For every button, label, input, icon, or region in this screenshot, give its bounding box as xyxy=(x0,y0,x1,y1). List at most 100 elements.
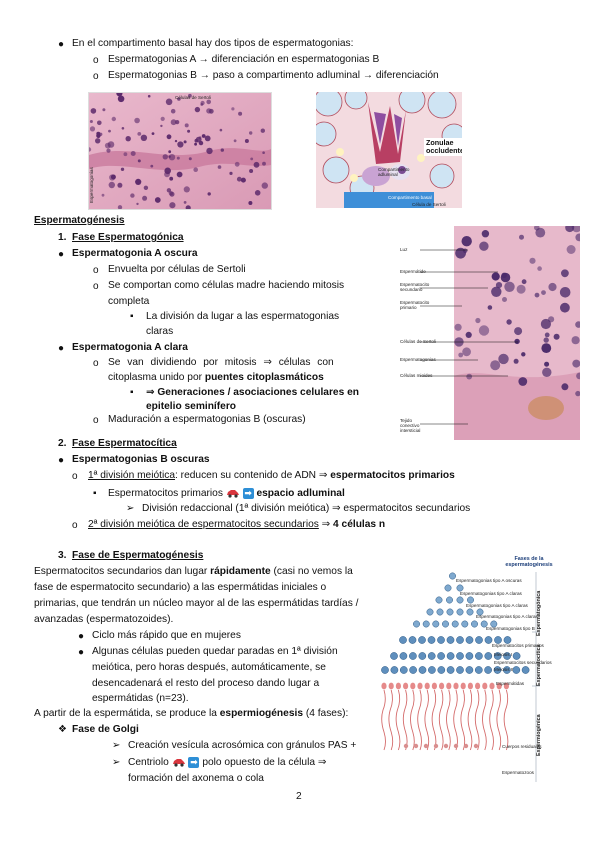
nucleus xyxy=(89,126,96,132)
phase2-title: Fase Espermatocítica xyxy=(72,438,177,449)
nucleus xyxy=(498,353,509,365)
histology-image-labeled: Luz Espermátide Espermatocito secundario… xyxy=(398,226,580,440)
nucleus xyxy=(466,373,473,380)
nucleus xyxy=(111,116,116,122)
nucleus xyxy=(140,134,148,141)
diagram-cell xyxy=(446,666,455,674)
a-oscura-item-3b: claras xyxy=(146,326,174,337)
diagram-tail xyxy=(388,689,394,751)
label-espermatogonias: Espermatogonias xyxy=(400,357,436,362)
nucleus xyxy=(548,282,557,292)
espermatocitos-line: Espermatocitos primarios ➡ espacio adlum… xyxy=(108,487,345,499)
diagram-cell xyxy=(476,608,484,616)
nucleus xyxy=(575,390,580,397)
diagram-row-label: Espermatogonias tipo A oscuras xyxy=(456,578,522,583)
nucleus xyxy=(487,305,493,310)
diagram-cell xyxy=(471,620,478,628)
diagram-residual-body xyxy=(403,743,409,749)
diagram-tail xyxy=(417,689,422,751)
car-icon xyxy=(226,489,240,498)
diagram-tail xyxy=(410,689,415,751)
diagram-cell xyxy=(475,636,483,644)
nucleus xyxy=(177,97,181,101)
section-title: Espermatogénesis xyxy=(34,215,125,226)
nucleus xyxy=(253,161,260,168)
diagram-cell xyxy=(512,666,521,674)
nucleus xyxy=(534,292,540,298)
a-clara-heading: Espermatogonia A clara xyxy=(72,342,188,353)
nucleus xyxy=(147,94,151,98)
diagram-cell xyxy=(456,584,464,592)
nucleus xyxy=(461,236,472,247)
nucleus xyxy=(168,191,174,196)
nucleus xyxy=(548,316,555,323)
nucleus xyxy=(514,338,520,345)
diagram-cell xyxy=(456,666,464,674)
diagram-tail xyxy=(474,689,480,751)
diagram-spermatid xyxy=(395,682,401,690)
bullet-ciclo: Ciclo más rápido que en mujeres xyxy=(92,630,241,641)
diagram-spermatid xyxy=(403,682,409,690)
diagram-cell xyxy=(503,652,511,660)
bullet-icon: ● xyxy=(58,39,65,50)
nucleus xyxy=(262,161,266,166)
triangle-bullet-icon: ➢ xyxy=(112,757,121,768)
diagram-cell xyxy=(490,620,498,628)
nucleus xyxy=(249,131,253,135)
nucleus xyxy=(89,147,92,152)
diagram-cell xyxy=(408,636,417,644)
diagram-row-label: Espermatogonias tipo A claras xyxy=(476,614,538,619)
bullet-icon: ● xyxy=(58,249,65,260)
diagram-tail xyxy=(467,689,473,751)
nucleus xyxy=(198,136,202,139)
diagram-row-label: Espermatogonias tipo A claras xyxy=(460,591,522,596)
label-espermatocito-primario: Espermatocito primario xyxy=(400,300,430,310)
diagram-cell xyxy=(512,652,521,660)
bullet-icon: ● xyxy=(78,647,85,658)
meiosis1-line: 1ª división meiótica: reducen su conteni… xyxy=(88,470,455,481)
sertoli-cell-label: Célula de Sertoli xyxy=(412,202,446,207)
bullet-icon: ● xyxy=(78,631,85,642)
spermatogenesis-diagram: Fases de la espermatogénesis Espermatogó… xyxy=(376,556,574,782)
diagram-cell xyxy=(381,666,389,674)
diagram-cell xyxy=(435,596,443,604)
bullet-icon: ● xyxy=(58,343,65,354)
nucleus xyxy=(176,171,183,178)
diagram-row-label: Meiosis II xyxy=(494,667,514,672)
diagram-spermatid xyxy=(453,682,459,690)
nucleus xyxy=(137,132,142,136)
diagram-spermatid xyxy=(446,682,452,690)
golgi-item-3: formación del axonema o cola xyxy=(128,773,264,784)
nucleus xyxy=(575,233,580,242)
diagram-cell xyxy=(436,608,444,616)
circle-bullet-icon: o xyxy=(93,281,99,292)
diagram-cell xyxy=(521,666,530,674)
diagram-cell xyxy=(449,572,456,580)
nucleus xyxy=(491,286,502,297)
diagram-cell xyxy=(437,666,446,674)
nucleus xyxy=(90,108,97,114)
histology-image-1: Células de Sertoli Espermatogonias xyxy=(88,92,272,210)
a-oscura-item-2a: Se comportan como células madre haciendo… xyxy=(108,280,345,291)
nucleus xyxy=(110,174,116,180)
nucleus xyxy=(502,297,507,302)
diagram-cell xyxy=(446,608,454,616)
label-luz: Luz xyxy=(400,247,408,252)
diagram-cell xyxy=(465,636,474,644)
nucleus xyxy=(198,140,204,146)
triangle-bullet-icon: ➢ xyxy=(112,740,121,751)
nucleus xyxy=(168,154,176,161)
nucleus xyxy=(169,176,174,181)
label-celulas-sertoli: Células de Sertoli xyxy=(400,339,437,344)
diagram-spermatid xyxy=(381,682,387,690)
a-clara-item-3: Maduración a espermatogonias B (oscuras) xyxy=(108,414,306,425)
nucleus xyxy=(206,108,212,114)
nucleus xyxy=(495,282,503,289)
nucleus xyxy=(116,93,123,97)
diagram-spermatid xyxy=(410,682,416,690)
nucleus xyxy=(544,361,550,367)
golgi-item-2: Centriolo ➡ polo opuesto de la célula ⇒ xyxy=(128,756,327,768)
nucleus xyxy=(204,135,211,142)
nucleus xyxy=(117,205,123,209)
diagram-spermatid xyxy=(439,682,445,690)
